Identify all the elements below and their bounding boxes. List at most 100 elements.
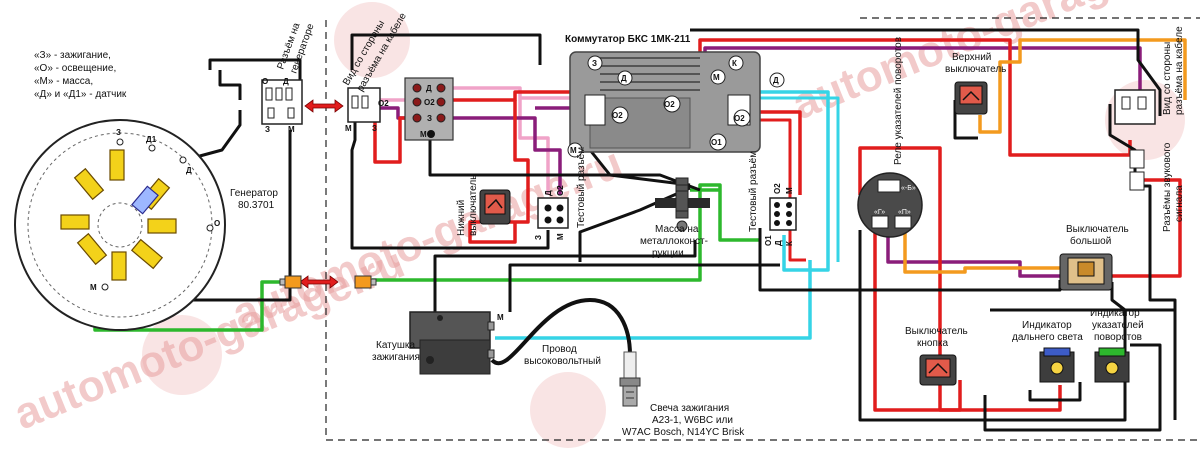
gen-conn-pin-d: Д [283,77,289,86]
generator-title: Генератор [230,188,278,199]
gen-pin-d: Д [186,166,192,175]
high-beam-label: Индикатор [1022,320,1072,331]
big-switch[interactable]: Выключатель большой [1059,224,1129,291]
watermark-text: automoto-garage.ru [225,138,629,339]
upper-switch[interactable]: Верхний выключатель [945,52,1006,115]
relay-pin-p: «П» [898,209,911,216]
generator-connector: О Д З М Разъём на генераторе [261,21,317,134]
ground-label: металлоконст- [640,236,708,247]
test-right-pin-k: К [785,241,794,246]
cable-left-pin-m: М [345,124,352,133]
legend: «З» - зажигание, «О» - освещение, «М» - … [34,50,127,100]
block-pin-o2: О2 [424,98,435,107]
high-beam-indicator: Индикатор дальнего света [1012,320,1083,383]
cable-right-label: Вид со стороны [1162,42,1173,115]
comm-pin-d: Д [621,74,627,83]
cable-right-label: разъёма на кабеле [1173,26,1185,115]
ground-label: Масса на [655,224,699,235]
coil-label: Катушка [376,340,415,351]
relay-pin-g: «Г» [874,209,885,216]
connector-plug-icon [279,275,377,289]
turn-indicator-label: Индикатор [1090,308,1140,319]
cable-connector-right: Вид со стороны разъёма на кабеле [1114,26,1185,125]
button-switch-label: кнопка [917,338,948,349]
turn-relay: «-Б» «Г» «П» Реле указателей поворотов [857,37,923,238]
legend-line: «З» - зажигание, [34,50,111,61]
test-left-pin-z: З [534,235,543,240]
test-left-pin-d: Д [544,190,553,196]
legend-line: «М» - масса, [34,76,93,87]
spark-plug-label: А23-1, W6BC или [652,415,733,426]
test-connector-left: Д О2 З М Тестовый разъём [534,147,587,240]
cable-left-pin-z: З [372,124,377,133]
ground-label: рукции [652,248,684,259]
arrow-icon [299,99,344,289]
upper-switch-label: Верхний [952,52,991,63]
spark-plug-label: W7AC Bosch, N14YC Brisk [622,427,745,438]
gen-pin-m: М [90,283,97,292]
comm-pin-o2b: О2 [664,100,675,109]
test-right-pin-m: М [785,187,794,194]
comm-pin-z: З [592,59,597,68]
test-right-label: Тестовый разъём [748,151,759,232]
block-pin-m: М [420,130,427,139]
test-right-pin-o1: О1 [764,235,773,246]
commutator-title: Коммутатор БКС 1МК-211 [565,34,691,45]
big-switch-label: Выключатель [1066,224,1129,235]
comm-pin-m: М [713,73,720,82]
test-connector-right: О2 М О1 Д К Тестовый разъём [748,151,797,246]
gen-conn-pin-o: О [262,77,268,86]
horn-label: Разъёмы звукового [1162,142,1173,232]
upper-switch-label: выключатель [945,64,1006,75]
test-left-pin-o2: О2 [556,185,565,196]
comm-pin-m-left: М [570,146,577,155]
gen-pin-o: О [214,219,220,228]
block-pin-z: З [427,114,432,123]
comm-pin-o2: О2 [612,111,623,120]
horn-connectors: Разъёмы звукового сигнала [1129,142,1185,232]
legend-line: «О» - освещение, [34,63,116,74]
test-left-pin-m: М [556,233,565,240]
horn-label: сигнала [1174,185,1185,222]
commutator: Коммутатор БКС 1МК-211 З Д О2 М О2 М К Д… [565,34,785,158]
hv-wire-label: высоковольтный [524,356,601,367]
gen-pin-z: З [116,128,121,137]
comm-pin-o2-right: О2 [734,114,745,123]
hv-wire: Провод высоковольтный [490,297,632,367]
ignition-coil: М Катушка зажигания [372,311,504,375]
hv-wire-label: Провод [542,344,577,355]
turn-indicator-label: указателей [1092,320,1144,331]
button-switch-label: Выключатель [905,326,968,337]
relay-label: Реле указателей поворотов [893,37,904,165]
big-switch-label: большой [1070,235,1111,247]
high-beam-label: дальнего света [1012,332,1083,343]
comm-pin-k: К [732,59,737,68]
legend-line: «Д» и «Д1» - датчик [34,89,127,100]
gen-conn-pin-m: М [288,125,295,134]
coil-pin-m: М [497,313,504,322]
button-switch[interactable]: Выключатель кнопка [905,326,968,386]
ground-mount: Масса на металлоконст- рукции [640,177,710,259]
comm-pin-d-right: Д [773,76,779,85]
gen-pin-d1: Д1 [146,135,157,144]
test-left-label: Тестовый разъём [576,147,587,228]
turn-indicator-label: поворотов [1094,332,1142,343]
cable-left-pin-o2: О2 [378,99,389,108]
generator-model: 80.3701 [238,200,275,211]
test-right-pin-d: Д [774,240,783,246]
gen-conn-pin-z: З [265,125,270,134]
turn-indicator: Индикатор указателей поворотов [1090,308,1144,383]
block-pin-d: Д [426,84,432,93]
comm-pin-o1: О1 [711,138,722,147]
test-right-pin-o2: О2 [773,183,782,194]
spark-plug: Свеча зажигания А23-1, W6BC или W7AC Bos… [619,351,745,438]
generator: З Д1 Д М О Генератор 80.3701 [14,119,278,331]
terminal-block: Д О2 З М [404,77,454,141]
lower-switch-label: Нижний [456,200,467,236]
lower-switch[interactable]: Нижний выключатель [456,175,511,236]
relay-pin-b: «-Б» [901,185,916,192]
spark-plug-label: Свеча зажигания [650,403,729,414]
lower-switch-label: выключатель [468,175,479,236]
coil-label: зажигания [372,352,420,363]
